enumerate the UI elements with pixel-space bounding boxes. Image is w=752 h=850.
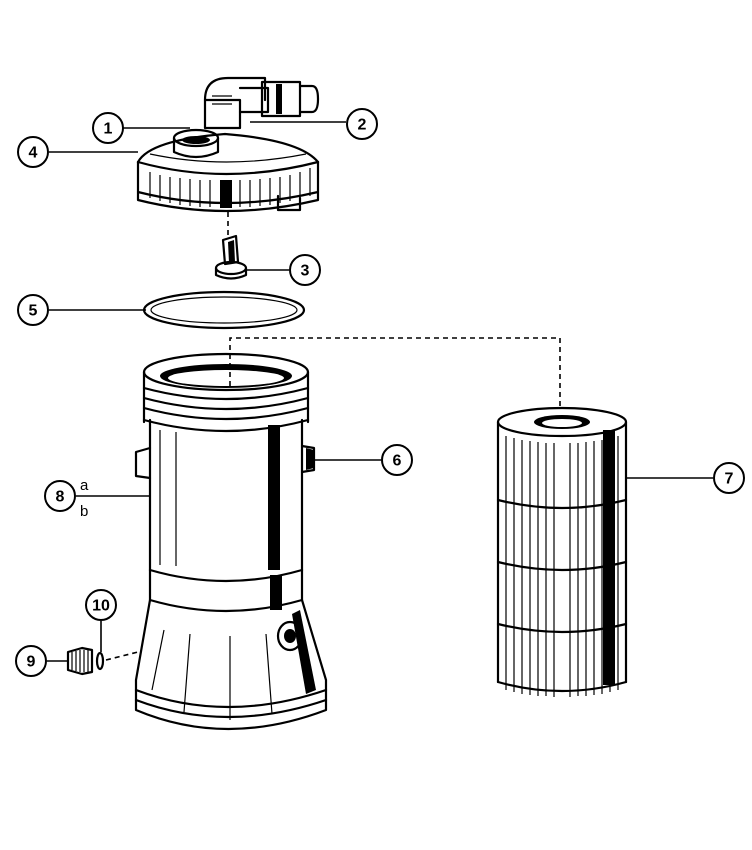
svg-text:8: 8: [56, 489, 65, 506]
callout-2: 2: [346, 108, 378, 140]
svg-text:6: 6: [393, 453, 402, 470]
part-o-ring: [142, 290, 306, 330]
callout-8-sub-b: b: [80, 503, 88, 520]
svg-text:1: 1: [104, 121, 113, 138]
part-drain-o-ring: [95, 651, 105, 671]
callout-10: 10: [85, 589, 117, 621]
callout-4: 4: [17, 136, 49, 168]
callout-8: 8 a b: [44, 477, 89, 520]
part-filter-head: [136, 76, 320, 213]
svg-text:3: 3: [301, 263, 310, 280]
part-drain-plug: [66, 646, 94, 676]
callout-6: 6: [381, 444, 413, 476]
callout-8-sub-a: a: [80, 477, 89, 494]
svg-text:7: 7: [725, 471, 734, 488]
callout-5: 5: [17, 294, 49, 326]
svg-text:2: 2: [358, 117, 367, 134]
assembly-line-drain: [105, 651, 139, 661]
callout-9: 9: [15, 645, 47, 677]
svg-text:10: 10: [92, 598, 110, 615]
svg-text:4: 4: [29, 145, 38, 162]
callout-7: 7: [713, 462, 745, 494]
part-filter-tank: [134, 352, 328, 731]
svg-text:9: 9: [27, 654, 36, 671]
part-valve-insert: [214, 234, 248, 280]
svg-text:5: 5: [29, 303, 38, 320]
callout-3: 3: [289, 254, 321, 286]
callout-1: 1: [92, 112, 124, 144]
part-cartridge: [496, 406, 628, 697]
